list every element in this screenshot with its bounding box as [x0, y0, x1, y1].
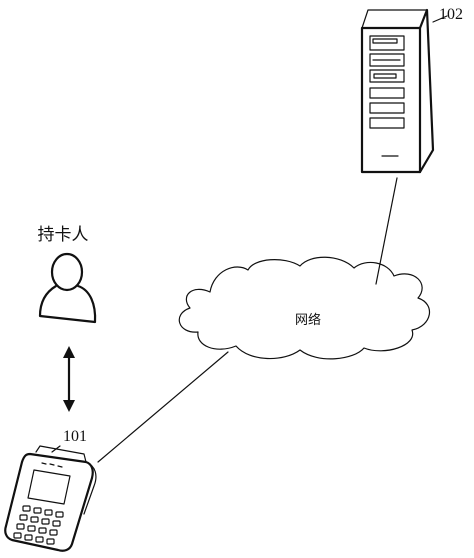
cloud-icon: [178, 256, 430, 360]
server-tower-icon: [360, 8, 435, 174]
cardholder-label: 持卡人: [38, 225, 89, 245]
double-arrow-icon: [63, 346, 75, 412]
keypad: [13, 505, 64, 545]
server-network-link: [375, 177, 398, 285]
network-label: 网络: [295, 312, 321, 328]
server-label: 102: [439, 6, 463, 23]
person-icon: [38, 252, 97, 324]
terminal-network-link: [97, 351, 229, 463]
pos-terminal-icon: [4, 445, 97, 552]
terminal-label: 101: [63, 428, 87, 445]
server-leader-line: [432, 15, 448, 23]
